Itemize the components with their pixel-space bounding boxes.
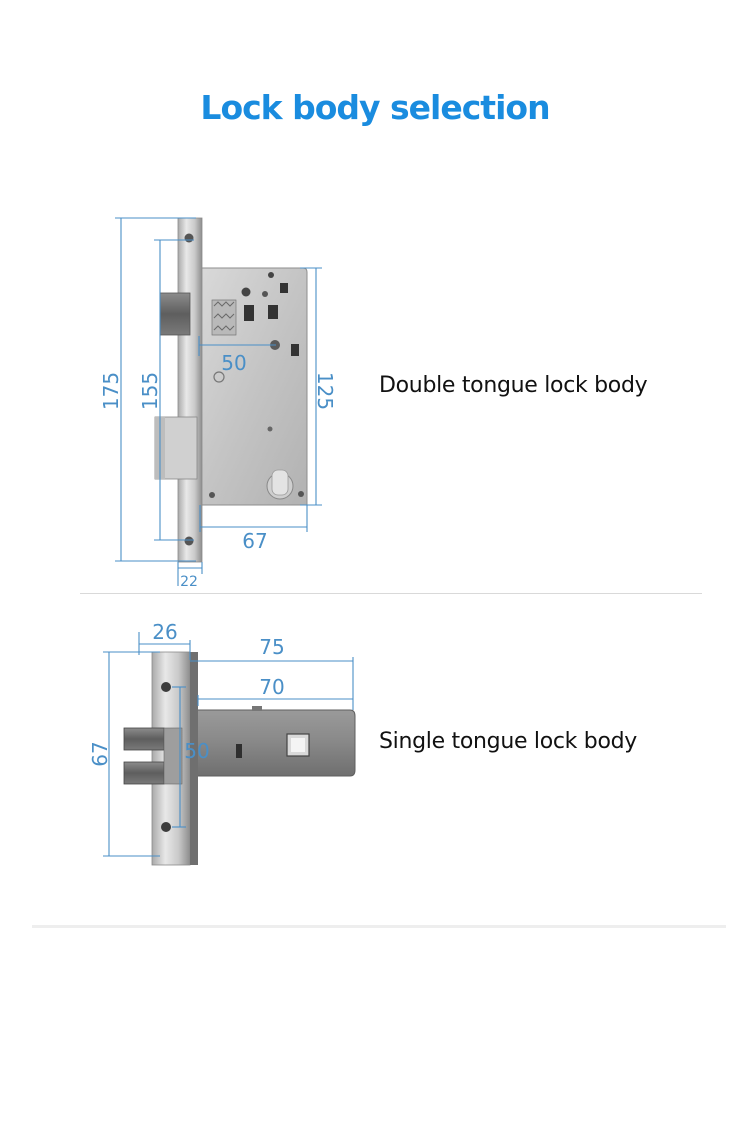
dimension-label-125: 125 <box>313 372 337 410</box>
latch-tongue-lower <box>123 761 165 785</box>
page-title: Lock body selection <box>200 88 550 127</box>
dimension-label-50: 50 <box>221 351 246 375</box>
latch-tongue <box>159 292 191 336</box>
dimension-label-22: 22 <box>180 574 198 590</box>
lock-case <box>191 709 356 777</box>
single-tongue-lock-image <box>123 651 356 866</box>
faceplate <box>177 217 203 563</box>
dimension-label-67: 67 <box>242 529 267 553</box>
bottom-divider <box>32 925 726 928</box>
dimension-label-175: 175 <box>99 372 123 410</box>
single-tongue-caption: Single tongue lock body <box>379 729 638 754</box>
double-tongue-caption: Double tongue lock body <box>379 373 648 398</box>
dimension-label-50: 50 <box>184 739 209 763</box>
dimension-label-67: 67 <box>88 741 112 766</box>
dimension-label-70: 70 <box>259 675 284 699</box>
dimension-label-155: 155 <box>138 372 162 410</box>
dimension-label-26: 26 <box>152 620 177 644</box>
section-divider <box>80 593 702 594</box>
latch-tongue-upper <box>123 727 165 751</box>
single-dimension-lines <box>103 632 354 857</box>
dimension-label-75: 75 <box>259 635 284 659</box>
double-dimension-lines <box>115 217 322 586</box>
double-tongue-lock-image <box>154 217 308 563</box>
